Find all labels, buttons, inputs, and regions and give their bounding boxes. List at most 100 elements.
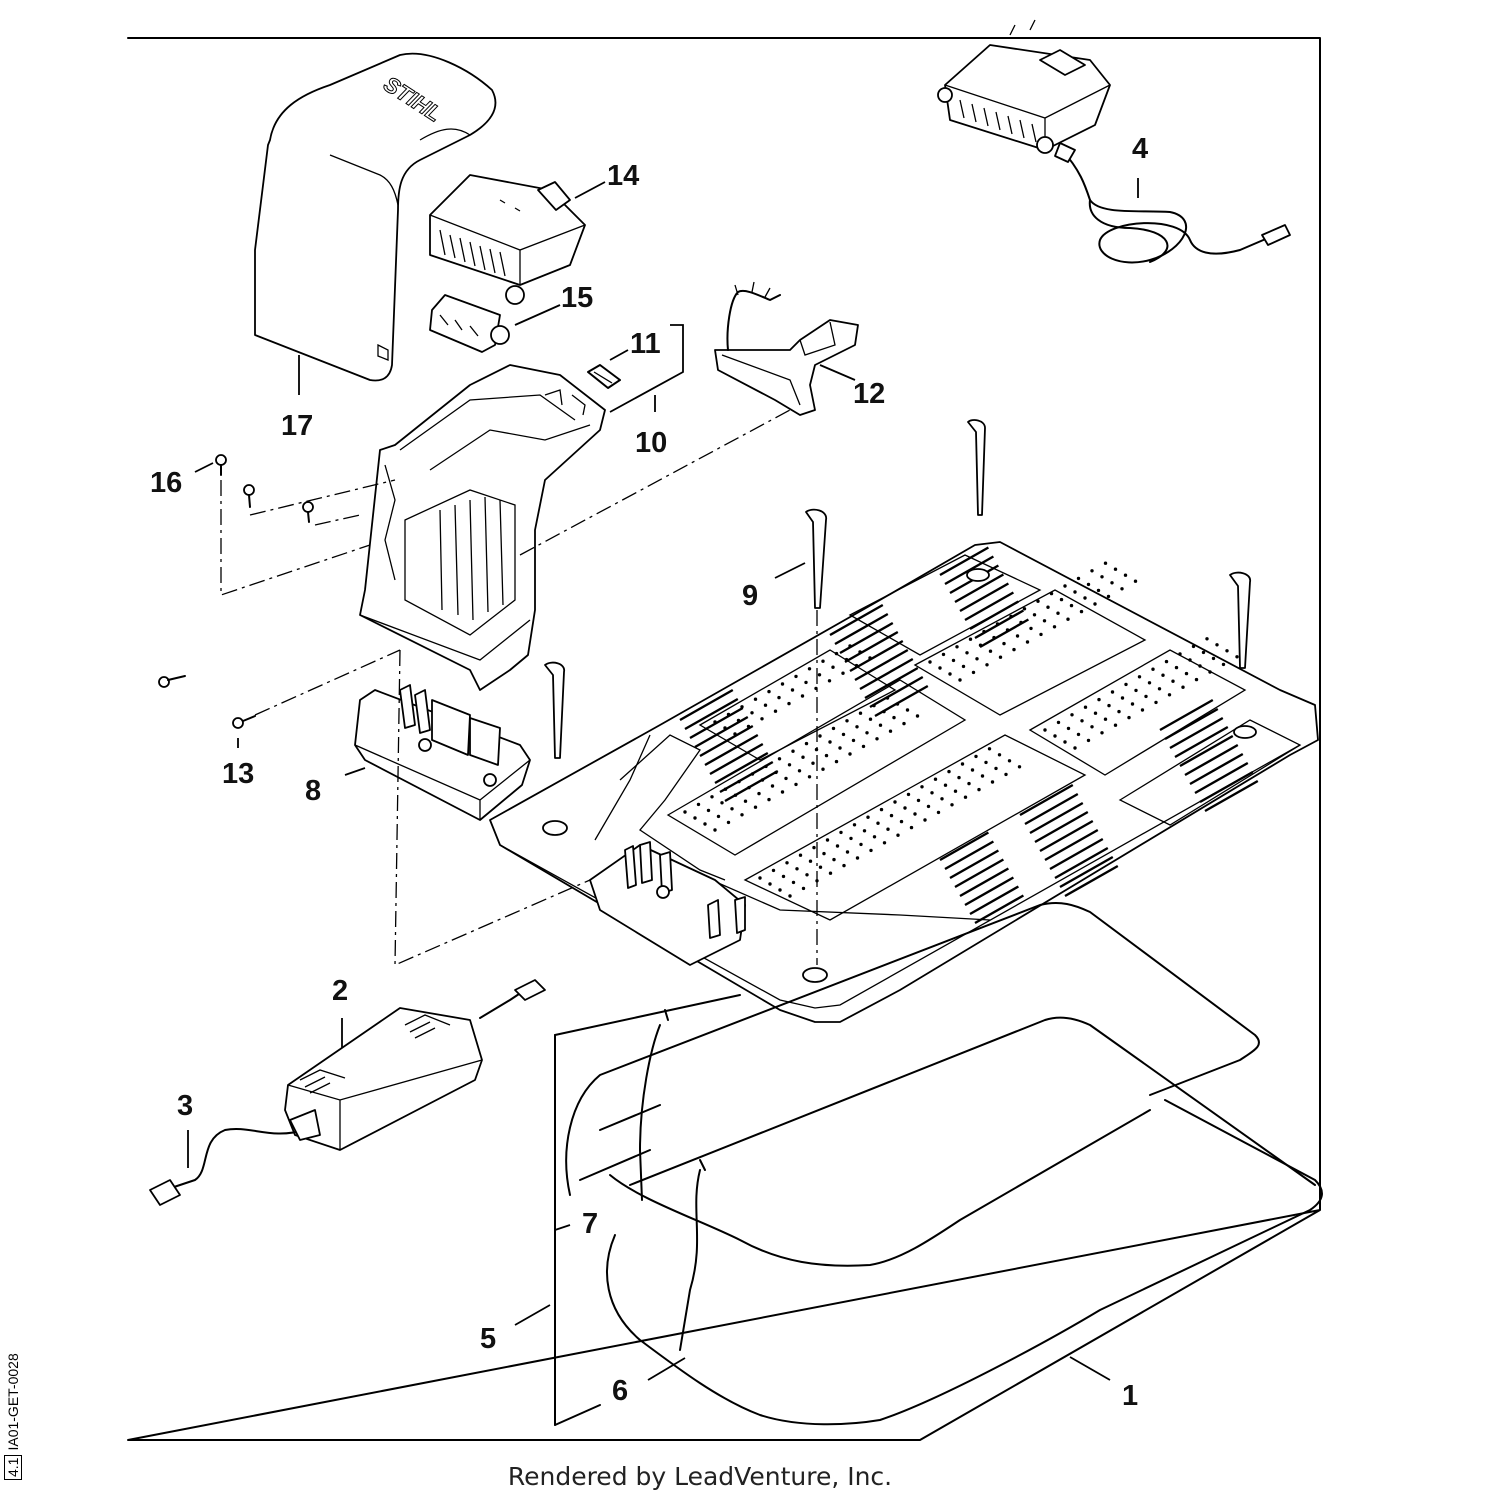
perforation-hole [800,694,805,698]
perforation-hole [1194,677,1199,682]
vent-slot [689,706,744,740]
perforation-hole [1009,614,1013,619]
perforation-hole [997,753,1002,757]
perforation-hole [811,761,815,765]
perforation-hole [1103,561,1108,565]
base-plate[interactable] [489,541,1319,1023]
perforation-hole [1130,702,1135,706]
perforation-hole [828,740,832,744]
perforation-hole [987,747,992,751]
perforation-hole [1137,675,1142,679]
vent-slot [854,648,909,682]
perforation-hole [886,827,890,831]
perforation-hole [808,859,813,863]
perforation-hole [885,696,890,700]
perforation-hole [1012,647,1016,652]
perforation-hole [1002,641,1006,646]
perforation-hole [1025,640,1030,644]
perforation-hole [985,663,989,667]
vent-slot [974,609,1024,640]
perforation-hole [1070,713,1074,717]
perforation-hole [868,656,872,660]
ground-peg[interactable] [805,508,827,609]
perforation-hole [706,808,711,813]
perforation-hole [1053,734,1057,738]
clip[interactable] [587,364,621,389]
vent-slot [1054,846,1109,880]
callout-5: 5 [480,1323,496,1355]
leader-lines [187,178,1139,1381]
vent-slot [1059,855,1114,889]
perforation-hole [854,663,859,668]
ground-peg[interactable] [1229,571,1251,669]
perforation-hole [933,777,938,781]
perforation-hole [920,785,924,789]
perforation-hole [967,781,971,786]
perforation-hole [872,703,876,708]
vent-slot [849,639,904,673]
perforation-hole [862,829,867,833]
vent-slot [1199,770,1254,804]
perforation-hole [975,657,979,661]
perforation-hole [858,650,862,654]
perforation-hole [1076,576,1081,581]
screw-13[interactable] [158,675,186,688]
perforation-hole [805,873,809,877]
perforation-hole [1100,575,1104,579]
perforation-hole [753,697,758,701]
vent-slot [1169,716,1224,750]
perforation-hole [817,673,822,677]
ground-peg[interactable] [544,661,565,759]
perforation-hole [795,867,799,871]
perforation-hole [683,810,687,814]
perforation-hole [950,803,954,807]
mains-cable[interactable] [149,1109,321,1206]
connector-block[interactable] [429,294,510,353]
perforation-hole [958,678,962,682]
cover-hood[interactable]: STIHL [254,52,497,382]
vent-slot [1029,801,1084,835]
power-supply[interactable] [284,979,546,1151]
perforation-hole [703,822,707,826]
perforation-hole [801,886,806,891]
perforation-hole [906,792,911,797]
wire-guide[interactable] [714,281,859,416]
base-housing[interactable] [359,364,606,691]
perforation-hole [750,772,755,776]
vent-slot [974,894,1024,925]
perforation-hole [794,674,798,679]
perforation-hole [872,835,877,839]
perforation-hole [1015,634,1020,638]
vent-slot [859,657,914,691]
perforation-hole [1063,740,1067,744]
screw-16b[interactable] [243,484,255,508]
perforation-hole [1171,679,1175,683]
perforation-hole [1235,655,1239,659]
perforation-hole [998,655,1003,659]
upgrade-module[interactable] [937,19,1291,264]
ground-peg[interactable] [967,419,986,516]
charging-cable-7[interactable] [579,1104,661,1181]
terminal-block[interactable] [354,684,531,821]
perforation-hole [892,715,896,720]
perforation-hole [801,755,805,759]
screw-16[interactable] [215,454,227,476]
perforation-hole [866,815,870,819]
perforation-hole [978,643,983,647]
perforation-hole [1140,708,1145,712]
perforation-hole [835,844,840,848]
screw-16c[interactable] [302,501,314,523]
perforation-hole [851,738,856,743]
perforation-hole [1032,613,1037,617]
callout-17: 17 [281,410,313,442]
perforation-hole [696,802,701,807]
perforation-hole [1127,715,1131,720]
perforation-hole [1151,667,1155,671]
boundary-wire-6[interactable] [565,902,1323,1426]
screw-13b[interactable] [232,715,256,729]
diagram-frame [127,37,1321,1441]
perforation-hole [713,720,717,724]
control-module[interactable] [429,174,586,305]
perforation-hole [750,711,754,715]
perforation-hole [730,807,734,811]
